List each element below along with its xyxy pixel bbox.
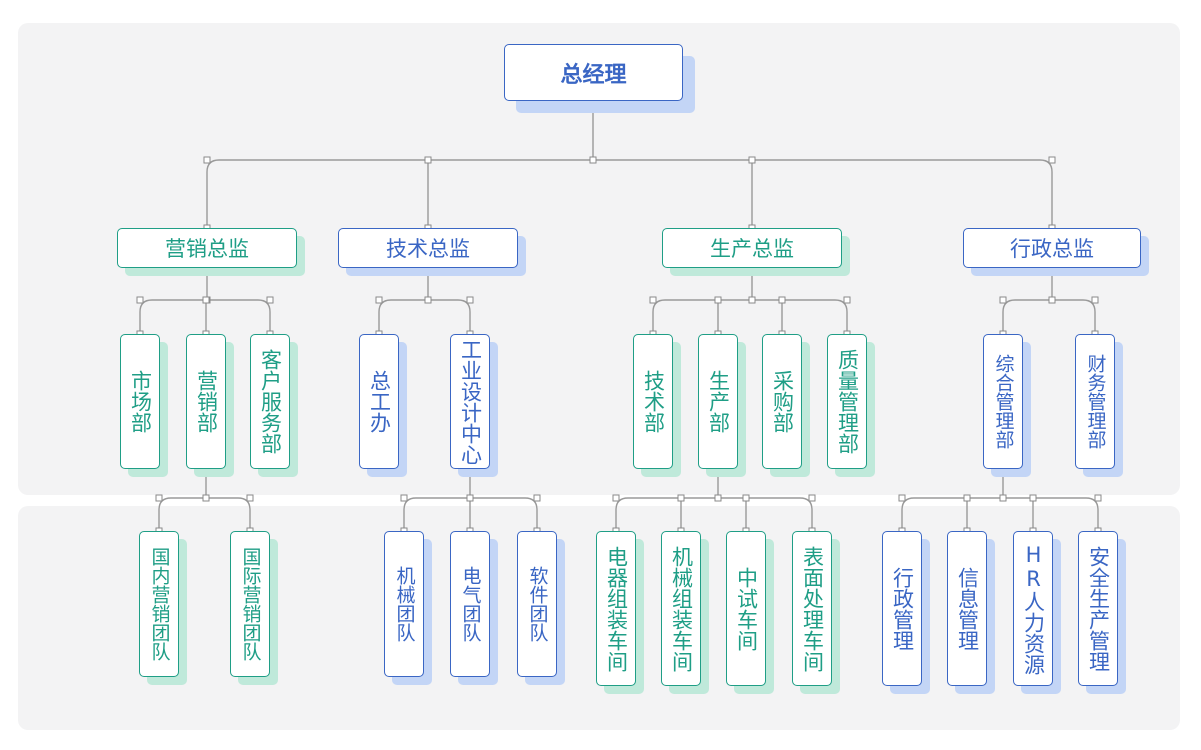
connector-handle[interactable] (400, 494, 408, 502)
connector-line (1082, 299, 1096, 334)
node-dept-customer-service[interactable]: 客户服务部 (250, 334, 290, 469)
connector-handle[interactable] (1048, 296, 1056, 304)
connector-line (524, 497, 538, 531)
connector-handle[interactable] (843, 296, 851, 304)
node-director-production[interactable]: 生产总监 (662, 228, 842, 268)
connector-handle[interactable] (246, 494, 254, 502)
connector-line (1002, 299, 1016, 334)
connector-handle[interactable] (1091, 296, 1099, 304)
connector-handle[interactable] (424, 296, 432, 304)
node-dept-purchasing[interactable]: 采购部 (762, 334, 802, 469)
connector-handle[interactable] (612, 494, 620, 502)
connector-handle[interactable] (136, 296, 144, 304)
node-unit-administration[interactable]: 行政管理 (882, 531, 922, 686)
node-team-software[interactable]: 软件团队 (517, 531, 557, 677)
node-team-international-sales[interactable]: 国际营销团队 (230, 531, 270, 677)
node-team-mechanical[interactable]: 机械团队 (384, 531, 424, 677)
connector-handle[interactable] (466, 296, 474, 304)
connector-line (1085, 497, 1099, 531)
node-director-administration[interactable]: 行政总监 (963, 228, 1141, 268)
connector-handle[interactable] (1029, 494, 1037, 502)
connector-line (206, 159, 220, 228)
node-team-domestic-sales[interactable]: 国内营销团队 (139, 531, 179, 677)
node-workshop-mechanical-assembly[interactable]: 机械组装车间 (661, 531, 701, 686)
connector-line (257, 299, 271, 334)
node-director-marketing[interactable]: 营销总监 (117, 228, 297, 268)
connector-line (158, 497, 172, 531)
connector-handle[interactable] (589, 156, 597, 164)
connector-handle[interactable] (424, 156, 432, 164)
connector-line (457, 299, 471, 334)
node-general-manager[interactable]: 总经理 (504, 44, 683, 101)
node-director-technology[interactable]: 技术总监 (338, 228, 518, 268)
connector-handle[interactable] (533, 494, 541, 502)
connector-handle[interactable] (898, 494, 906, 502)
connector-handle[interactable] (649, 296, 657, 304)
connector-line (615, 497, 629, 531)
node-unit-safety-production[interactable]: 安全生产管理 (1078, 531, 1118, 686)
node-workshop-pilot[interactable]: 中试车间 (726, 531, 766, 686)
node-dept-quality[interactable]: 质量管理部 (827, 334, 867, 469)
connector-handle[interactable] (808, 494, 816, 502)
node-unit-hr[interactable]: HR人力资源 (1013, 531, 1053, 686)
connector-handle[interactable] (778, 296, 786, 304)
connector-handle[interactable] (742, 494, 750, 502)
node-unit-information[interactable]: 信息管理 (947, 531, 987, 686)
connector-handle[interactable] (748, 296, 756, 304)
connector-handle[interactable] (714, 494, 722, 502)
connector-handle[interactable] (375, 296, 383, 304)
node-dept-technical[interactable]: 技术部 (633, 334, 673, 469)
node-dept-sales[interactable]: 营销部 (186, 334, 226, 469)
connector-handle[interactable] (1094, 494, 1102, 502)
node-dept-general-management[interactable]: 综合管理部 (983, 334, 1023, 469)
connector-handle[interactable] (466, 494, 474, 502)
node-team-electrical[interactable]: 电气团队 (450, 531, 490, 677)
connector-handle[interactable] (748, 156, 756, 164)
node-workshop-electrical-assembly[interactable]: 电器组装车间 (596, 531, 636, 686)
node-dept-production[interactable]: 生产部 (698, 334, 738, 469)
connector-handle[interactable] (677, 494, 685, 502)
node-dept-finance[interactable]: 财务管理部 (1075, 334, 1115, 469)
connector-handle[interactable] (203, 156, 211, 164)
connector-handle[interactable] (266, 296, 274, 304)
connector-handle[interactable] (202, 296, 210, 304)
connector-line (403, 497, 417, 531)
node-workshop-surface-treatment[interactable]: 表面处理车间 (792, 531, 832, 686)
connector-handle[interactable] (963, 494, 971, 502)
node-dept-market[interactable]: 市场部 (120, 334, 160, 469)
connector-handle[interactable] (714, 296, 722, 304)
connector-line (378, 299, 392, 334)
connector-line (237, 497, 251, 531)
connector-handle[interactable] (155, 494, 163, 502)
connector-line (901, 497, 915, 531)
connector-handle[interactable] (202, 494, 210, 502)
connector-handle[interactable] (1048, 156, 1056, 164)
node-dept-industrial-design[interactable]: 工业设计中心 (450, 334, 490, 469)
connector-line (799, 497, 813, 531)
node-dept-chief-engineer-office[interactable]: 总工办 (359, 334, 399, 469)
connector-line (139, 299, 153, 334)
connector-line (1039, 159, 1053, 228)
connector-handle[interactable] (999, 494, 1007, 502)
connector-line (652, 299, 666, 334)
connector-handle[interactable] (999, 296, 1007, 304)
connector-line (834, 299, 848, 334)
